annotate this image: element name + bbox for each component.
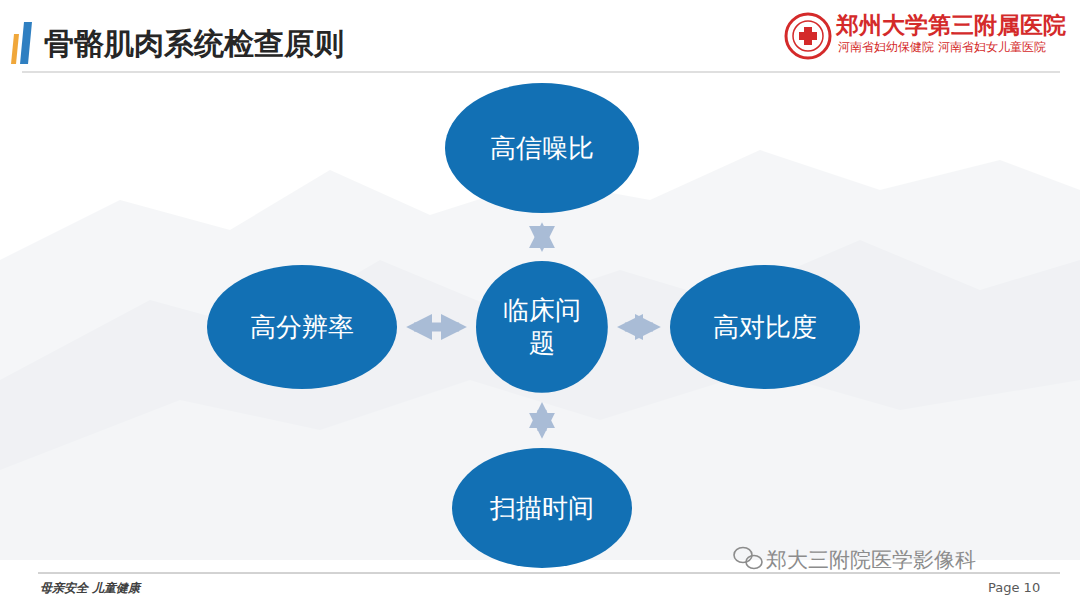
double-arrow [414, 322, 459, 331]
principle-ellipse: 高对比度 [670, 265, 860, 389]
wechat-icon [734, 548, 762, 569]
footer-rule [38, 573, 1060, 574]
title-accent-bar-light [11, 34, 19, 64]
principle-ellipse: 扫描时间 [452, 448, 632, 568]
node-shape [476, 261, 608, 393]
node-label: 高信噪比 [490, 132, 594, 165]
node-label: 临床问题 [500, 294, 584, 359]
hospital-name: 郑州大学第三附属医院 [836, 10, 1066, 41]
page-number: Page 10 [988, 580, 1040, 595]
double-arrow [537, 230, 546, 244]
node-label: 扫描时间 [490, 492, 594, 525]
hospital-logo [786, 14, 830, 58]
center-circle: 临床问题 [476, 261, 608, 393]
footer-slogan: 母亲安全 儿童健康 [40, 580, 140, 597]
double-arrow [625, 322, 653, 331]
watermark: 郑大三附院医学影像科 [766, 546, 976, 574]
slide-title: 骨骼肌肉系统检查原则 [44, 24, 344, 65]
header-rule [22, 72, 1060, 73]
node-label: 高分辨率 [250, 311, 354, 344]
hospital-subtitle: 河南省妇幼保健院 河南省妇女儿童医院 [838, 40, 1046, 55]
node-label: 高对比度 [713, 311, 817, 344]
principle-ellipse: 高信噪比 [445, 83, 639, 213]
double-arrow [537, 410, 546, 431]
title-accent-bar [20, 22, 32, 64]
principle-ellipse: 高分辨率 [207, 265, 397, 389]
